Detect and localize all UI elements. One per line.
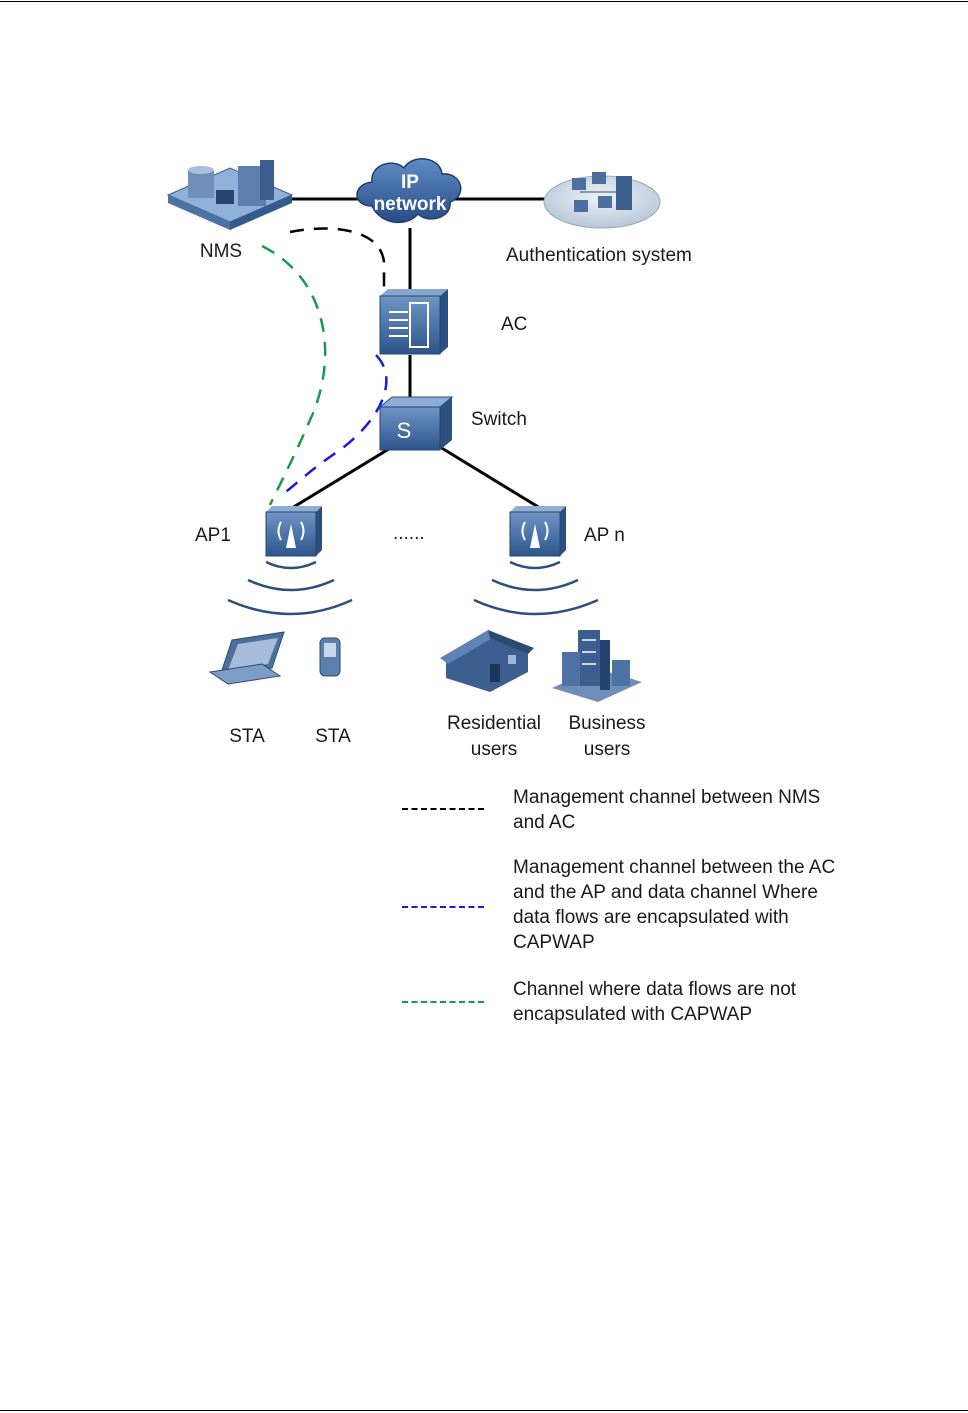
authentication-system-label: Authentication system <box>506 245 692 266</box>
legend-swatch-mgmt-nms-ac <box>402 808 484 810</box>
apn-label: AP n <box>584 525 625 546</box>
link-switch-apn <box>439 445 541 510</box>
office-building-icon <box>552 630 642 702</box>
ap1-wireless-signal-icon <box>227 560 353 616</box>
link-switch-ap1 <box>291 445 393 510</box>
legend-swatch-capwap <box>402 906 484 908</box>
legend-text-mgmt-nms-ac: Management channel between NMS and AC <box>513 787 821 833</box>
house-icon <box>440 630 534 692</box>
business-users-label-line1: Business <box>568 713 645 734</box>
sta-label-2: STA <box>315 726 351 747</box>
apn-wireless-signal-icon <box>473 560 599 616</box>
switch-glyph: S <box>397 418 412 443</box>
residential-users-label-line2: users <box>471 739 517 760</box>
switch-label: Switch <box>471 409 527 430</box>
nms-icon <box>166 160 294 230</box>
laptop-icon <box>208 631 285 685</box>
business-users-label-line2: users <box>584 739 630 760</box>
ap1-label: AP1 <box>195 525 231 546</box>
header-rule <box>0 1 968 2</box>
channel-non-capwap-dashed <box>261 244 327 506</box>
ac-icon <box>379 289 448 355</box>
legend-text-capwap: Management channel between the AC and th… <box>513 857 836 953</box>
nms-label: NMS <box>200 241 242 262</box>
ip-network-cloud-icon: IP network <box>356 158 462 224</box>
apn-icon <box>509 506 566 557</box>
mobile-phone-icon <box>319 637 341 677</box>
sta-label-1: STA <box>229 726 265 747</box>
switch-icon: S <box>378 396 454 451</box>
channel-capwap-dashed <box>281 354 388 496</box>
legend-text-non-capwap: Channel where data flows are not encapsu… <box>513 979 797 1025</box>
ac-label: AC <box>501 314 527 335</box>
ellipsis-label: ...... <box>393 523 425 544</box>
ip-network-label-line2: network <box>374 194 447 215</box>
ap1-icon <box>265 506 322 557</box>
authentication-system-icon <box>543 172 661 229</box>
links <box>290 197 550 510</box>
residential-users-label-line1: Residential <box>447 713 541 734</box>
footer-rule <box>0 1410 968 1411</box>
legend-swatch-non-capwap <box>402 1001 484 1003</box>
channel-nms-ac-dashed <box>289 227 386 290</box>
ip-network-label-line1: IP <box>401 172 419 193</box>
